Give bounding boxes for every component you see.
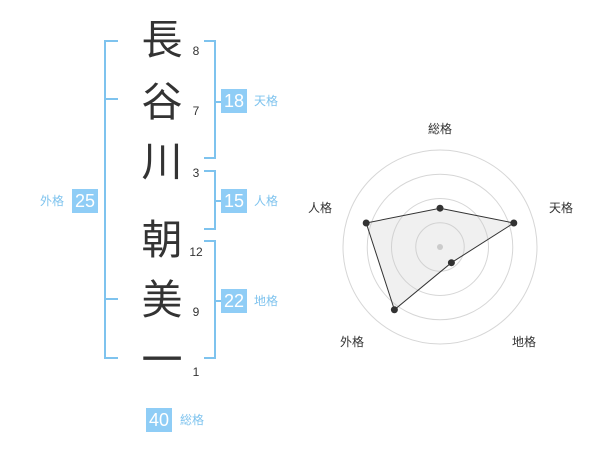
radar-data-point (447, 259, 455, 267)
name-char-3: 川 (141, 138, 183, 186)
chikaku-connector (214, 300, 222, 302)
radar-data-point (436, 204, 444, 212)
radar-grid-ring (391, 198, 489, 296)
stroke-count-1: 8 (192, 44, 200, 58)
stroke-count-6: 1 (192, 365, 200, 379)
radar-grid-ring (342, 149, 538, 345)
chikaku-label: 地格 (254, 294, 279, 308)
tenkaku-label: 天格 (254, 94, 279, 108)
gaikaku-score: 25 (72, 189, 98, 213)
name-char-1: 長 (141, 16, 183, 64)
jinkaku-label: 人格 (254, 194, 279, 208)
tenkaku-connector (214, 101, 222, 103)
soukaku-label: 総格 (180, 413, 205, 427)
radar-data-point (362, 219, 370, 227)
name-char-4: 朝 (141, 216, 183, 264)
stroke-count-3: 3 (192, 166, 200, 180)
gaikaku-bracket (104, 40, 118, 359)
radar-data-point (390, 306, 398, 314)
chikaku-score: 22 (221, 289, 247, 313)
name-char-6: 一 (141, 336, 183, 384)
radar-axis-label-chikaku: 地格 (512, 334, 536, 349)
jinkaku-connector (214, 200, 222, 202)
jinkaku-score: 15 (221, 189, 247, 213)
tenkaku-score: 18 (221, 89, 247, 113)
radar-axis-label-gaikaku: 外格 (340, 334, 364, 349)
gaikaku-bracket-tick-top (104, 98, 118, 100)
gaikaku-bracket-tick-bottom (104, 298, 118, 300)
radar-data-point (510, 219, 518, 227)
radar-chart: 総格 天格 地格 外格 人格 (308, 121, 573, 349)
stroke-count-2: 7 (192, 104, 200, 118)
radar-axis-label-tenkaku: 天格 (549, 200, 573, 215)
radar-grid (342, 149, 538, 345)
name-char-5: 美 (141, 276, 183, 324)
tenkaku-bracket (204, 40, 216, 159)
stroke-count-5: 9 (192, 305, 200, 319)
radar-center-point (437, 244, 443, 250)
name-char-2: 谷 (141, 78, 183, 126)
radar-grid-ring (366, 173, 514, 321)
radar-grid-ring (415, 222, 465, 272)
radar-axis-label-jinkaku: 人格 (308, 200, 332, 215)
stroke-count-4: 12 (189, 245, 203, 259)
soukaku-score: 40 (146, 408, 172, 432)
gaikaku-label: 外格 (40, 194, 65, 208)
chikaku-bracket (204, 240, 216, 359)
radar-axis-label-soukaku: 総格 (428, 121, 452, 136)
radar-data-area (365, 207, 516, 311)
radar-data-points (362, 204, 518, 314)
